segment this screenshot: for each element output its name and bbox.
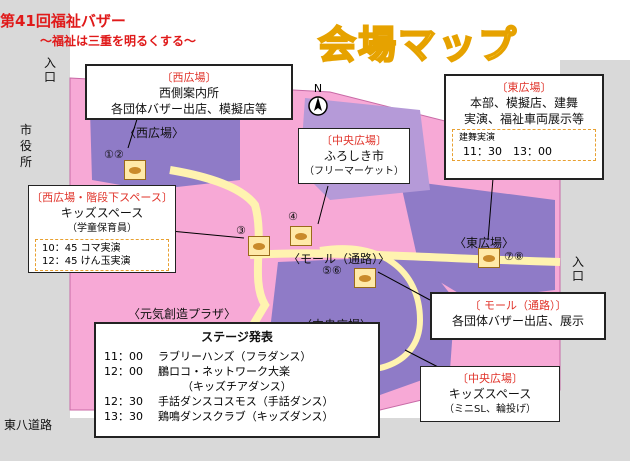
walkway-west xyxy=(169,166,270,333)
box-heading: 〔中央広場〕 xyxy=(321,134,387,147)
compass: N xyxy=(303,82,333,118)
booth-icon xyxy=(248,236,270,256)
west-stairs-info-box: 〔西広場・階段下スペース〕 キッズスペース （学童保育員） 10：45 コマ実演… xyxy=(28,185,176,273)
kids-schedule: 10：45 コマ実演 12：45 けん玉実演 xyxy=(35,239,169,271)
east-plaza-label: 〈東広場〉 xyxy=(454,236,515,250)
box-line: （ミニSL、輪投げ） xyxy=(444,404,536,415)
stage-act: 手話ダンスコスモス（手話ダンス） xyxy=(158,395,334,408)
performance-schedule: 建舞実演 11：30 13：00 xyxy=(452,129,596,161)
stage-row: 11：00 ラブリーハンズ（フラダンス） xyxy=(96,349,378,364)
stage-row: （キッズチアダンス） xyxy=(96,379,378,394)
central-top-info-box: 〔中央広場〕 ふろしき市 （フリーマーケット） xyxy=(298,128,410,184)
box-line: ふろしき市 xyxy=(323,149,384,163)
compass-n-label: N xyxy=(313,82,323,95)
city-hall-label: 市役所 xyxy=(20,123,33,169)
west-entrance-label: 入口 xyxy=(44,56,57,84)
booth-icon xyxy=(354,268,376,288)
stage-row: 13：30 鶏鳴ダンスクラブ（キッズダンス） xyxy=(96,409,378,424)
genki-plaza-label: 〈元気創造プラザ〉 xyxy=(128,307,237,321)
event-subtitle: ～福祉は三重を明るくする～ xyxy=(40,34,197,48)
box-line: 実演、福祉車両展示等 xyxy=(463,112,584,126)
marker-3: ③ xyxy=(236,224,246,237)
box-line: 本部、模擬店、建舞 xyxy=(469,96,578,110)
east-plaza-info-box: 〔東広場〕 本部、模擬店、建舞 実演、福祉車両展示等 建舞実演 11：30 13… xyxy=(444,74,604,180)
marker-1-2: ①② xyxy=(104,148,124,161)
box-line: キッズスペース xyxy=(448,387,532,401)
box-line: 西側案内所 xyxy=(158,86,219,100)
map-title: 会場マップ xyxy=(317,22,519,68)
stage-act: ラブリーハンズ（フラダンス） xyxy=(158,350,312,363)
mall-info-box: 〔 モール（通路）〕 各団体バザー出店、展示 xyxy=(430,292,606,340)
stage-time: 13：30 xyxy=(104,410,143,423)
stage-rows: 11：00 ラブリーハンズ（フラダンス） 12：00 鵬ロコ・ネットワーク大楽 （キ… xyxy=(96,349,378,424)
schedule-item: 10：45 コマ実演 xyxy=(42,243,121,254)
stage-act: （キッズチアダンス） xyxy=(182,380,292,393)
east-entrance-label: 入口 xyxy=(572,255,585,283)
booth-icon xyxy=(124,160,146,180)
stage-time xyxy=(104,379,158,394)
stage-schedule-box: ステージ発表 11：00 ラブリーハンズ（フラダンス） 12：00 鵬ロコ・ネットワ… xyxy=(94,322,380,438)
stage-row: 12：30 手話ダンスコスモス（手話ダンス） xyxy=(96,394,378,409)
stage-time: 12：00 xyxy=(104,365,143,378)
marker-5-6: ⑤⑥ xyxy=(322,264,342,277)
box-line: （フリーマーケット） xyxy=(304,166,404,177)
west-plaza-label: 〈西広場〉 xyxy=(124,126,185,140)
box-heading: 〔西広場・階段下スペース〕 xyxy=(31,191,173,204)
west-plaza-info-box: 〔西広場〕 西側案内所 各団体バザー出店、模擬店等 xyxy=(85,64,293,120)
box-line: （学童保育員） xyxy=(67,223,137,234)
booth-icon xyxy=(290,226,312,246)
box-heading: 〔 モール（通路）〕 xyxy=(469,299,567,312)
east-plaza-zone xyxy=(400,180,555,300)
marker-7-8: ⑦⑧ xyxy=(504,250,524,263)
box-line: 各団体バザー出店、模擬店等 xyxy=(110,102,267,116)
event-title: 第41回福祉バザー xyxy=(0,12,126,30)
stage-title: ステージ発表 xyxy=(201,330,273,344)
marker-4: ④ xyxy=(288,210,298,223)
schedule-title: 建舞実演 xyxy=(459,133,496,143)
box-heading: 〔西広場〕 xyxy=(161,71,217,84)
stage-act: 鶏鳴ダンスクラブ（キッズダンス） xyxy=(158,410,334,423)
box-heading: 〔東広場〕 xyxy=(496,81,552,94)
booth-icon xyxy=(478,248,500,268)
road-label: 東八道路 xyxy=(4,418,53,432)
schedule-times: 11：30 13：00 xyxy=(463,145,552,158)
stage-time: 11：00 xyxy=(104,350,143,363)
schedule-item: 12：45 けん玉実演 xyxy=(42,256,131,267)
box-heading: 〔中央広場〕 xyxy=(457,372,523,385)
box-line: 各団体バザー出店、展示 xyxy=(451,314,584,328)
mall-label: 〈モール（通路）〉 xyxy=(288,252,391,266)
box-line: キッズスペース xyxy=(60,206,144,220)
stage-row: 12：00 鵬ロコ・ネットワーク大楽 xyxy=(96,364,378,379)
stage-act: 鵬ロコ・ネットワーク大楽 xyxy=(158,365,290,378)
north-arrow-icon xyxy=(308,96,328,116)
central-bottom-info-box: 〔中央広場〕 キッズスペース （ミニSL、輪投げ） xyxy=(420,366,560,422)
stage-time: 12：30 xyxy=(104,395,143,408)
